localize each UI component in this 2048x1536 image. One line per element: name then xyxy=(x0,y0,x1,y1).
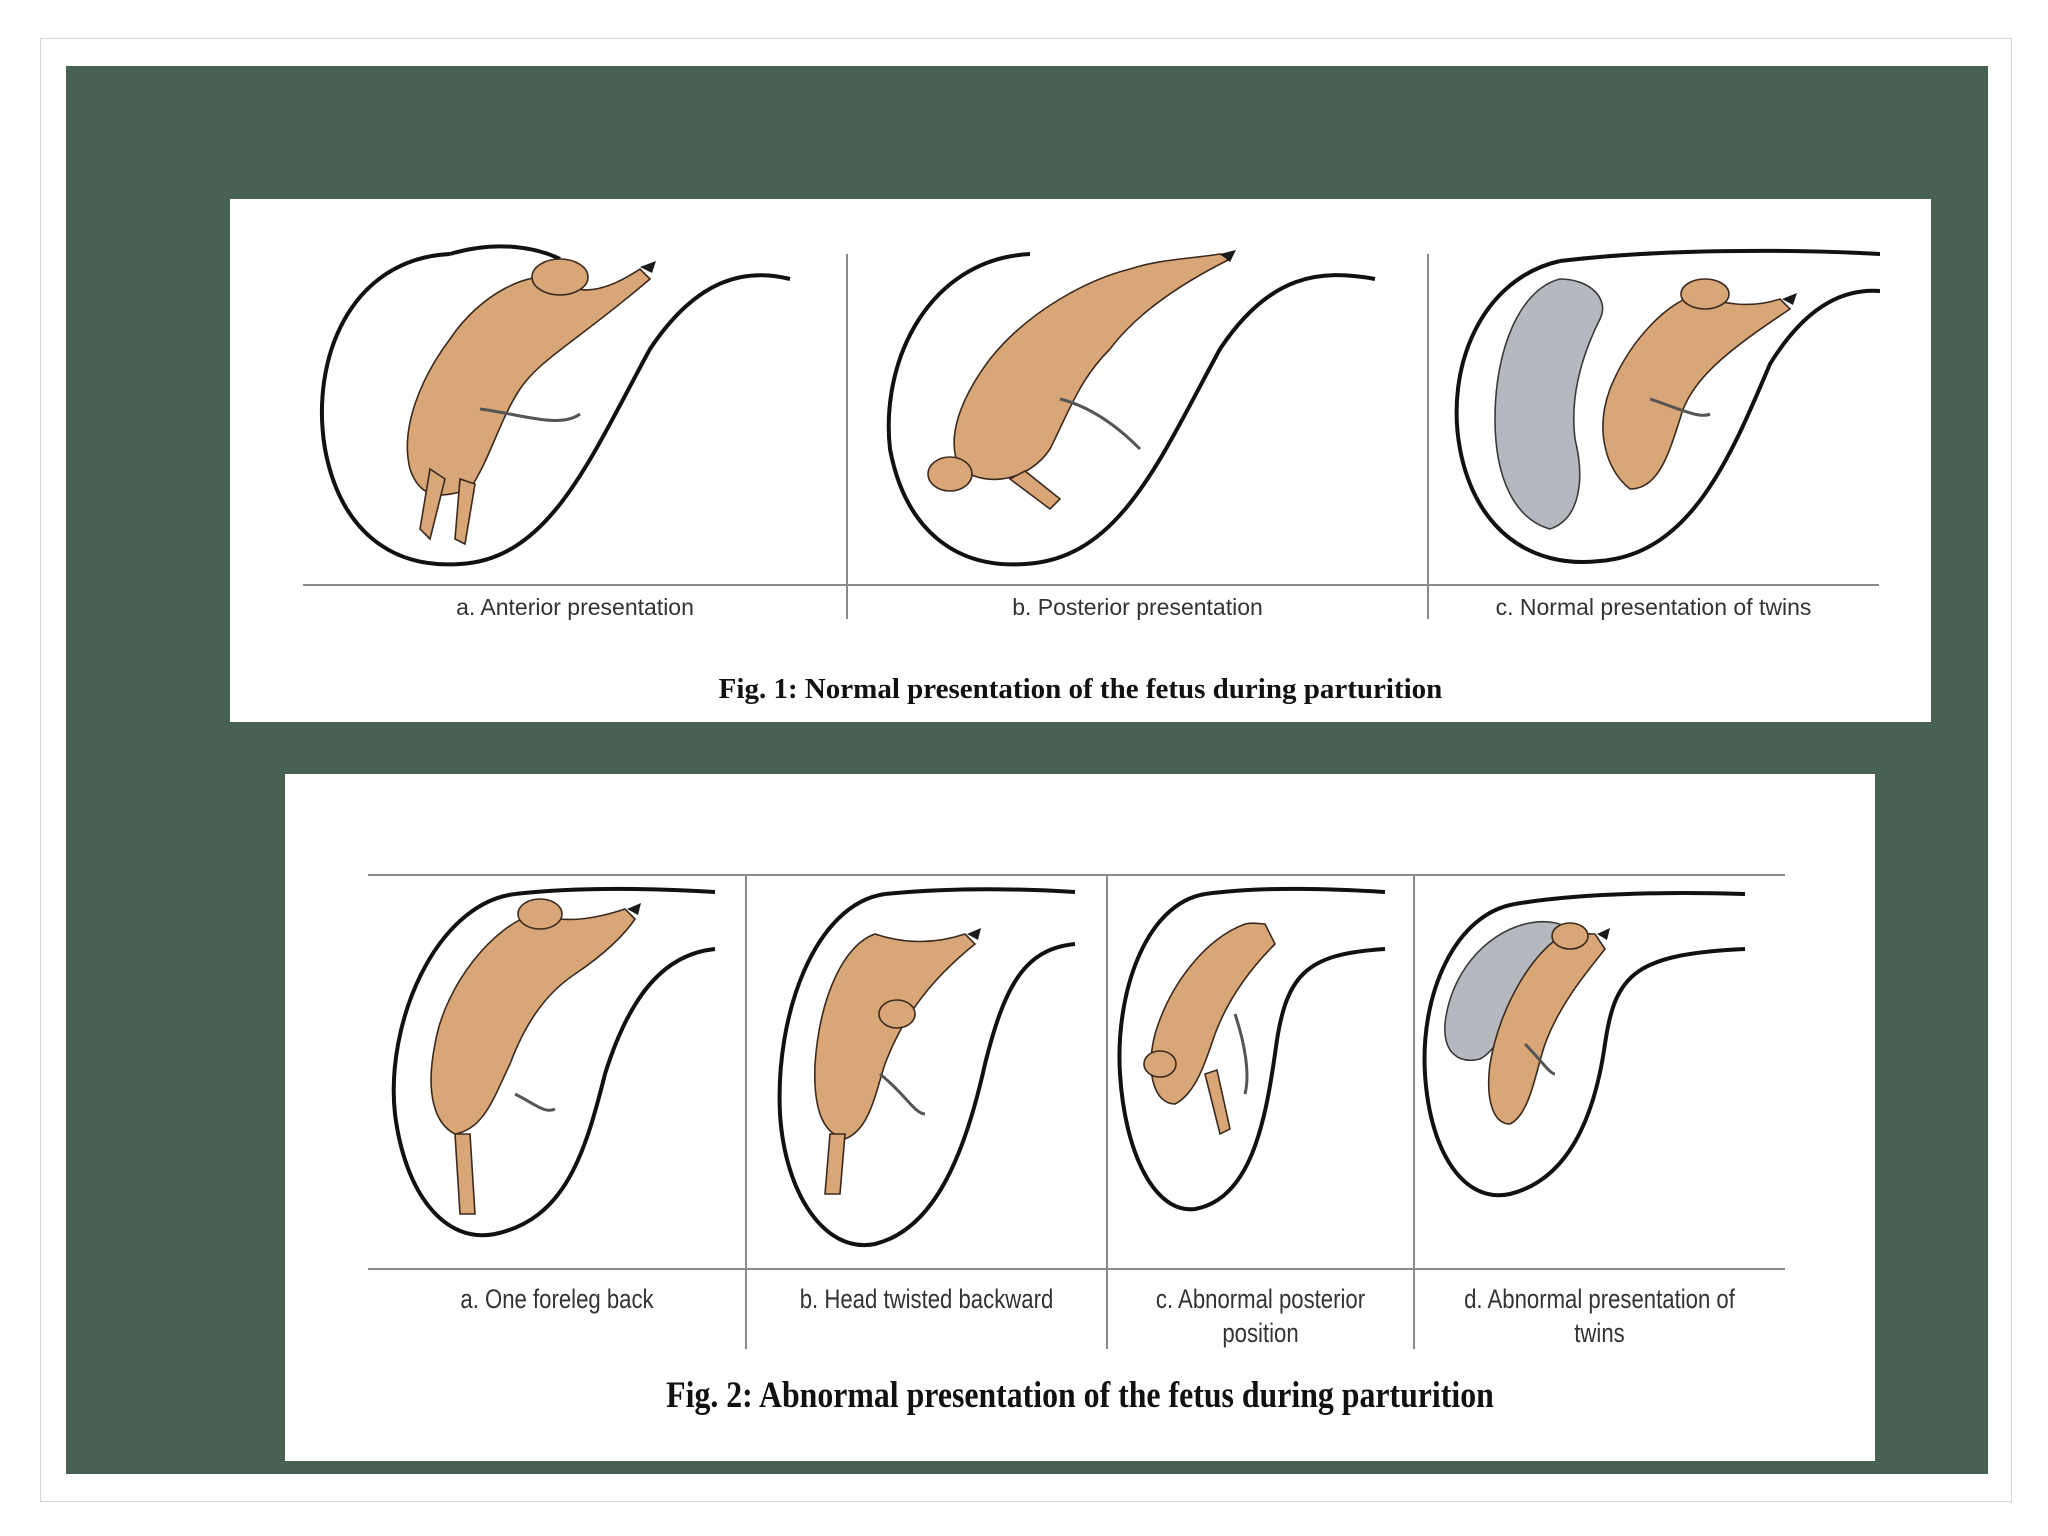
twin-grey-body xyxy=(1494,278,1604,530)
calf-body xyxy=(814,933,977,1140)
uterus-outline xyxy=(391,892,716,1238)
fig2-label-b: b. Head twisted backward xyxy=(799,1284,1054,1314)
fig1-label-c: c. Normal presentation of twins xyxy=(1495,594,1812,620)
fig2-label-c: c. Abnormal posterior position xyxy=(1155,1284,1366,1348)
fig1-label-a: a. Anterior presentation xyxy=(456,594,694,620)
fig1-label-b: b. Posterior presentation xyxy=(1012,594,1263,620)
uterus-outline xyxy=(320,252,791,567)
calf-head xyxy=(1143,1050,1177,1078)
figure-2-caption: Fig. 2: Abnormal presentation of the fet… xyxy=(666,1375,1494,1416)
fig2-panel-c-drawing xyxy=(1117,886,1386,1212)
uterus-outline-upper xyxy=(514,886,716,896)
uterus-outline-upper xyxy=(1559,248,1881,263)
uterus-outline xyxy=(1117,892,1386,1212)
hoof xyxy=(1782,293,1797,305)
fig2-panel-d-drawing xyxy=(1422,891,1746,1198)
uterus-outline xyxy=(886,252,1376,567)
calf-legs xyxy=(419,467,476,546)
uterus-outline-outer xyxy=(449,244,561,261)
fig2-panel-a-drawing xyxy=(391,886,716,1238)
figure-2: a. One foreleg back b. Head twisted back… xyxy=(285,774,1875,1461)
uterus-outline xyxy=(1422,902,1746,1198)
calf-tail xyxy=(479,407,581,422)
calf-head-twisted xyxy=(878,999,916,1029)
calf-legs xyxy=(824,1133,846,1195)
calf-legs xyxy=(454,1133,476,1215)
uterus-outline xyxy=(777,892,1076,1248)
twin-tan-head xyxy=(1551,922,1589,950)
figure-1-caption: Fig. 1: Normal presentation of the fetus… xyxy=(718,673,1443,705)
fig2-label-a: a. One foreleg back xyxy=(460,1284,654,1314)
hoof xyxy=(640,261,656,273)
calf-tail xyxy=(1059,397,1142,451)
figure-2-illustrations xyxy=(368,874,1785,1349)
calf-head xyxy=(531,258,589,296)
figure-1: a. Anterior presentation b. Posterior pr… xyxy=(230,199,1931,722)
twin-tan-body xyxy=(1602,293,1792,490)
calf-head xyxy=(517,898,563,930)
calf-body xyxy=(430,908,637,1135)
fig2-label-d: d. Abnormal presentation of twins xyxy=(1464,1284,1735,1348)
uterus-outline xyxy=(1454,259,1881,564)
calf-tail xyxy=(514,1092,556,1112)
calf-legs xyxy=(1204,1068,1231,1136)
twin-tan-body xyxy=(1487,932,1606,1125)
calf-body xyxy=(953,253,1232,481)
hoof xyxy=(627,903,641,915)
fig2-panel-b-drawing xyxy=(777,887,1076,1248)
calf-tail xyxy=(1233,1013,1249,1095)
calf-tail xyxy=(1523,1042,1556,1076)
uterus-outline-upper xyxy=(1204,886,1386,896)
hoof xyxy=(1220,250,1236,262)
uterus-outline-upper xyxy=(1514,891,1746,906)
twin-tan-head xyxy=(1680,278,1730,310)
calf-body xyxy=(1150,922,1276,1105)
fig1-panel-b-drawing xyxy=(886,250,1376,567)
fig1-panel-a-drawing xyxy=(320,244,791,567)
calf-tail xyxy=(1649,397,1711,417)
calf-head xyxy=(927,456,973,492)
slide-background: a. Anterior presentation b. Posterior pr… xyxy=(66,66,1988,1474)
calf-body xyxy=(406,267,652,496)
fig1-panel-c-drawing xyxy=(1454,248,1881,564)
calf-tail xyxy=(879,1072,926,1116)
uterus-outline-upper xyxy=(884,887,1076,896)
calf-legs xyxy=(1008,470,1062,511)
figure-1-illustrations xyxy=(303,244,1881,619)
hoof xyxy=(1597,928,1610,940)
hoof xyxy=(967,928,981,940)
